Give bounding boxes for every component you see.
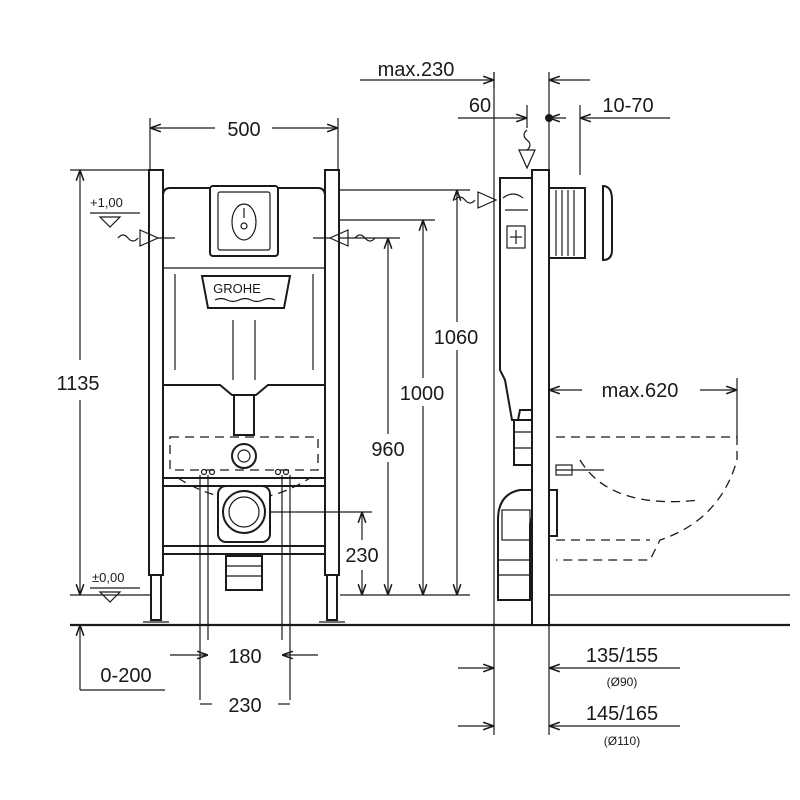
- flush-plate: [209, 185, 279, 257]
- flush-plate-side: [602, 184, 613, 262]
- dim-spacing-230: 230: [228, 695, 261, 717]
- logo-plate: [200, 275, 292, 309]
- dim-height-960: 960: [371, 439, 404, 461]
- flush-pipe: [233, 394, 255, 436]
- dim-145-165: 145/165: [586, 703, 658, 725]
- side-view: max.230 60 10-70 max.620 135/155 (Ø90) 1…: [360, 59, 790, 748]
- pipe-diameter-110: (Ø110): [604, 734, 640, 748]
- water-inlet-top: [518, 129, 536, 170]
- brand-logo-text: GROHE: [213, 281, 261, 296]
- actuator-housing: [548, 187, 586, 259]
- svg-text:±0,00: ±0,00: [92, 570, 124, 585]
- front-view: GROHE: [56, 118, 790, 717]
- dim-135-155: 135/155: [586, 645, 658, 667]
- waste-pipe-lower: [225, 555, 263, 591]
- frame-bottom-rail: [162, 545, 326, 555]
- flush-pipe-outlet: [231, 443, 257, 469]
- toilet-bowl-side: [548, 436, 738, 561]
- waste-bend: [497, 489, 533, 601]
- dim-width-500: 500: [227, 119, 260, 141]
- toilet-bowl-outline: [169, 436, 319, 471]
- level-mark-zero: ±0,00: [90, 570, 140, 603]
- svg-text:+1,00: +1,00: [90, 195, 123, 210]
- dim-height-1135: 1135: [56, 373, 99, 395]
- dim-max-230: max.230: [378, 59, 455, 81]
- fixing-studs: [199, 468, 291, 700]
- dim-10-70: 10-70: [602, 95, 653, 117]
- dim-height-1060: 1060: [434, 327, 479, 349]
- flush-button: [231, 203, 257, 241]
- dim-height-1000: 1000: [400, 383, 445, 405]
- dim-spacing-180: 180: [228, 646, 261, 668]
- dim-max-620: max.620: [602, 380, 679, 402]
- frame-cross-rail: [162, 477, 326, 487]
- water-inlet-side: [454, 191, 498, 209]
- dim-offset-0-200: 0-200: [100, 665, 151, 687]
- pipe-diameter-90: (Ø90): [607, 675, 638, 689]
- frame-side-profile: [531, 169, 550, 626]
- flush-pipe-side: [513, 419, 533, 466]
- level-mark-upper: +1,00: [90, 195, 140, 228]
- water-inlet-left: [117, 229, 175, 247]
- dim-height-230: 230: [345, 545, 378, 567]
- dim-60: 60: [469, 95, 491, 117]
- cistern-side: [499, 177, 533, 421]
